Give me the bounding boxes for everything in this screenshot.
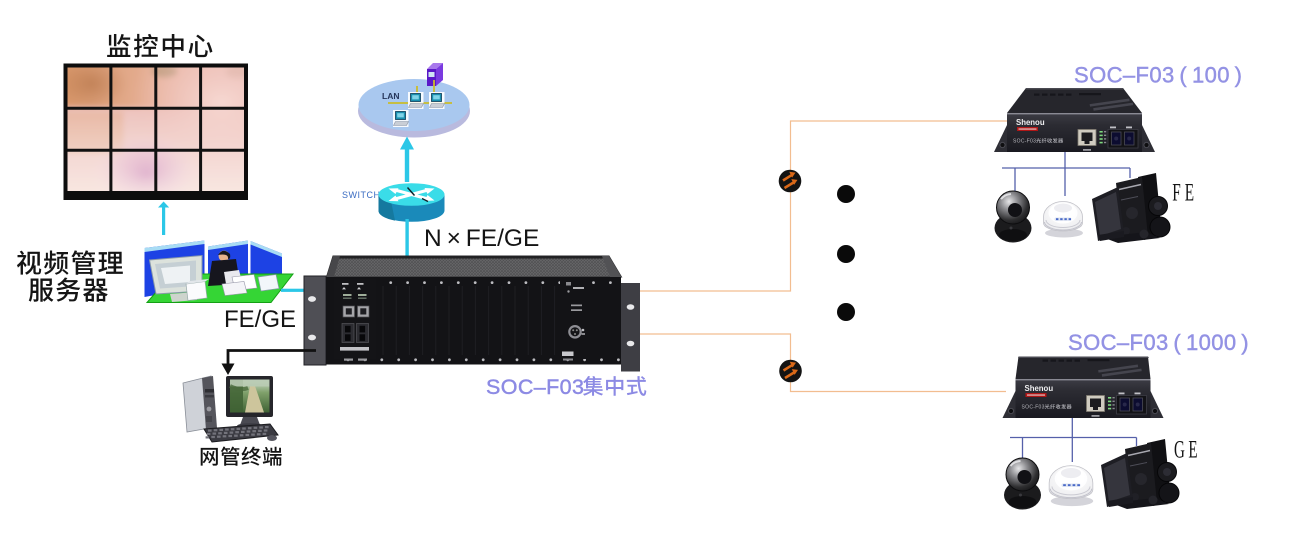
svg-text:SOC-F03: SOC-F03 <box>1022 405 1045 411</box>
svg-text:LAN: LAN <box>382 91 399 101</box>
svg-text:SOC-F03: SOC-F03 <box>1013 139 1036 145</box>
svg-text:Shenou: Shenou <box>1025 384 1054 393</box>
svg-text:GE: GE <box>1174 434 1201 463</box>
svg-text:FE: FE <box>1172 177 1198 206</box>
svg-text:SWITCH: SWITCH <box>342 190 381 200</box>
svg-text:FE/GE: FE/GE <box>224 306 296 333</box>
svg-text:N × FE/GE: N × FE/GE <box>424 225 539 252</box>
svg-text:Shenou: Shenou <box>1016 118 1045 127</box>
svg-text:SOC–F03 ( 1000 ): SOC–F03 ( 1000 ) <box>1068 330 1249 355</box>
svg-text:SOC–F03: SOC–F03 <box>486 375 584 399</box>
svg-text:SOC–F03 ( 100 ): SOC–F03 ( 100 ) <box>1074 63 1242 88</box>
